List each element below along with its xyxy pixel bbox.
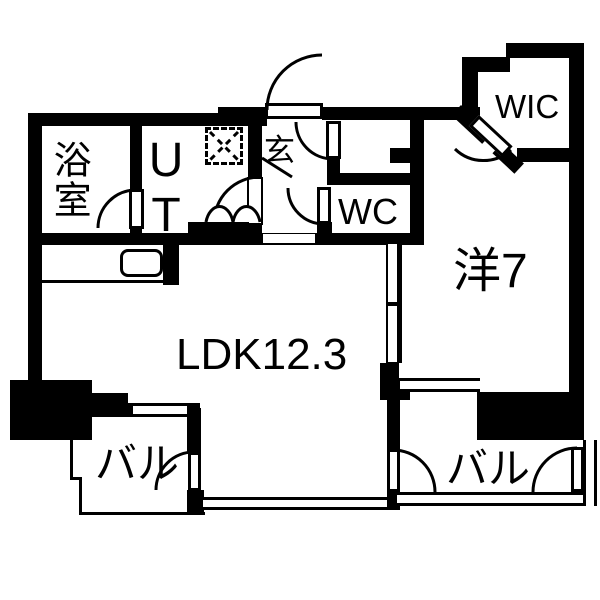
room-label-balcony-left: バル [95, 440, 180, 487]
kitchen-counter-end [163, 238, 179, 285]
room-label-western-room: 洋7 [453, 245, 528, 298]
wall-segment [330, 173, 410, 185]
entrance-door-arc [265, 53, 323, 111]
wall-segment [92, 393, 128, 417]
wall-segment [569, 43, 584, 440]
balcony-door-leaf [571, 447, 584, 492]
kitchen-fixture-icon [120, 249, 163, 277]
balcony-rail [583, 440, 597, 506]
window-opening [133, 406, 187, 414]
closet-door-arc [294, 121, 334, 161]
room-label-ldk: LDK12.3 [176, 330, 348, 379]
wall-segment [28, 113, 42, 380]
balcony-rail [397, 492, 597, 506]
balcony-rail [70, 477, 82, 480]
balcony-rail [70, 440, 73, 480]
room-label-entrance: 玄 [264, 133, 295, 168]
step-opening [263, 234, 315, 243]
wall-segment [517, 148, 572, 162]
balcony-door-arc [392, 448, 437, 493]
wc-door-arc [286, 187, 325, 226]
wall-segment [187, 408, 201, 452]
wall-segment [410, 110, 424, 245]
wall-face-line [399, 242, 402, 363]
wall-segment [28, 113, 222, 126]
room-label-wc: WC [338, 191, 398, 232]
room-label-wic: WIC [495, 88, 560, 125]
window [203, 497, 387, 510]
washing-machine-cross [208, 130, 240, 162]
balcony-door-leaf [188, 452, 201, 491]
window [400, 378, 480, 392]
kitchen-counter [42, 280, 165, 283]
folding-door-leaf [231, 205, 262, 223]
balcony-rail [79, 477, 82, 515]
balcony-door-arc [531, 446, 578, 493]
wall-segment [248, 119, 262, 177]
wall-segment [187, 490, 204, 513]
wall-segment [390, 148, 410, 163]
wall-segment [462, 57, 478, 122]
room-label-utility: UT [139, 134, 193, 244]
wall-segment [28, 233, 424, 245]
pillar [10, 380, 92, 440]
wall-segment [387, 492, 400, 510]
wall-segment [130, 126, 142, 190]
sliding-door-panel [386, 304, 399, 364]
entrance-door-leaf [265, 103, 323, 119]
entrance-step-line [261, 156, 293, 179]
wall-segment [380, 363, 399, 400]
balcony-rail [79, 512, 205, 515]
wall-segment [387, 400, 400, 450]
folding-door-leaf [204, 205, 235, 223]
wic-door-arc [453, 147, 513, 163]
wall-segment [322, 107, 480, 120]
sliding-door-panel [386, 242, 399, 304]
wall-segment [506, 43, 584, 58]
pillar [477, 392, 584, 440]
bath-door-leaf [129, 189, 144, 229]
room-label-balcony-right: バル [446, 445, 531, 492]
bath-door-arc [96, 188, 137, 229]
room-label-bath: 浴室 [47, 140, 90, 220]
door-threshold [188, 222, 262, 234]
balcony-door-arc [154, 450, 195, 491]
closet-door-leaf [326, 121, 341, 159]
